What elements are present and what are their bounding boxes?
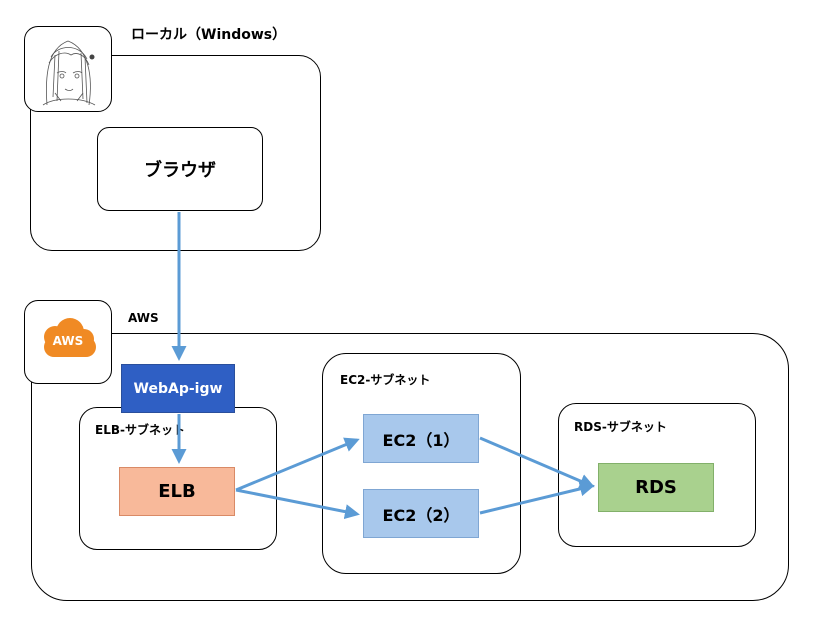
arrow-elb-to-ec2-1: [235, 437, 360, 492]
ec2-node-1: EC2（1）: [363, 414, 479, 463]
avatar-frame: [24, 26, 112, 112]
elb-subnet-title: ELB-サブネット: [95, 423, 185, 437]
aws-cloud-icon: [44, 318, 96, 357]
ec2-node-2: EC2（2）: [363, 489, 479, 538]
rds-node: RDS: [598, 463, 714, 512]
rds-subnet-title: RDS-サブネット: [574, 420, 667, 434]
ec2-subnet-title: EC2-サブネット: [340, 373, 431, 387]
anime-girl-sketch-icon: [42, 40, 96, 106]
aws-group-title: AWS: [128, 311, 159, 325]
elb-node: ELB: [119, 467, 235, 516]
arrow-elb-to-ec2-2: [235, 488, 360, 520]
aws-logo-text: AWS: [52, 334, 84, 348]
arrow-ec2-1-to-rds: [479, 436, 595, 489]
gateway-node: WebAp-igw: [121, 364, 235, 413]
arrow-ec2-2-to-rds: [479, 481, 595, 515]
browser-node: ブラウザ: [97, 127, 263, 211]
aws-logo-frame: AWS: [24, 300, 112, 384]
local-group-title: ローカル（Windows）: [131, 27, 287, 43]
